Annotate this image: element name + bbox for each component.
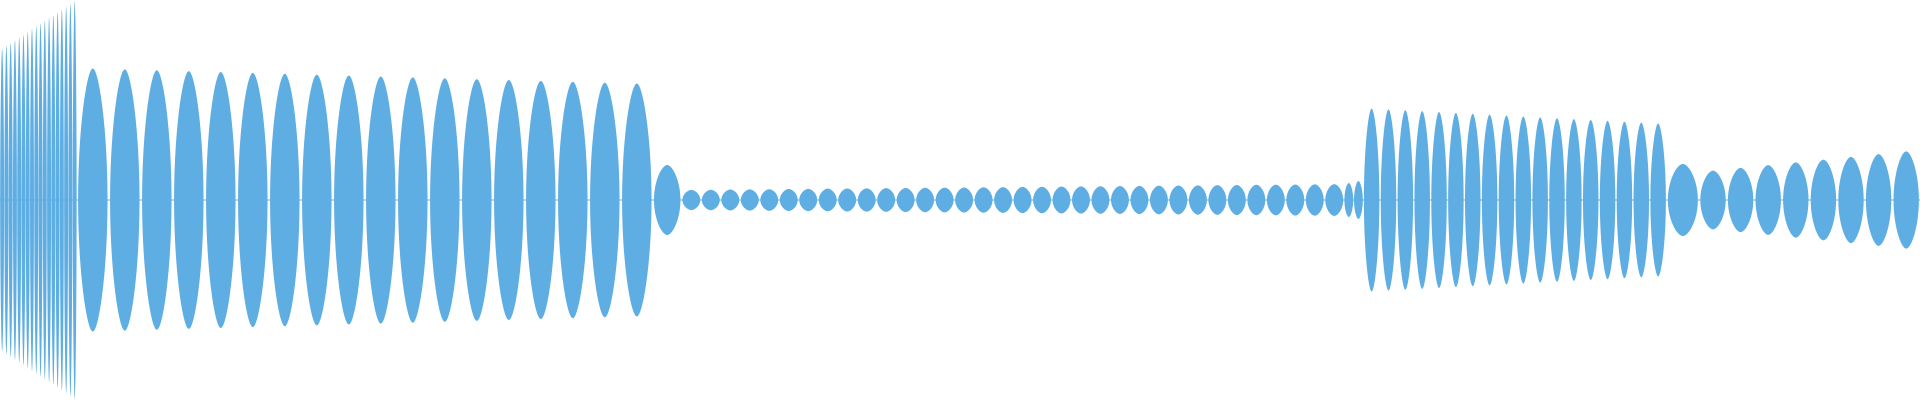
waveform-view bbox=[0, 0, 1920, 400]
waveform-layer bbox=[0, 1, 1920, 399]
waveform-chart bbox=[0, 1, 1920, 399]
